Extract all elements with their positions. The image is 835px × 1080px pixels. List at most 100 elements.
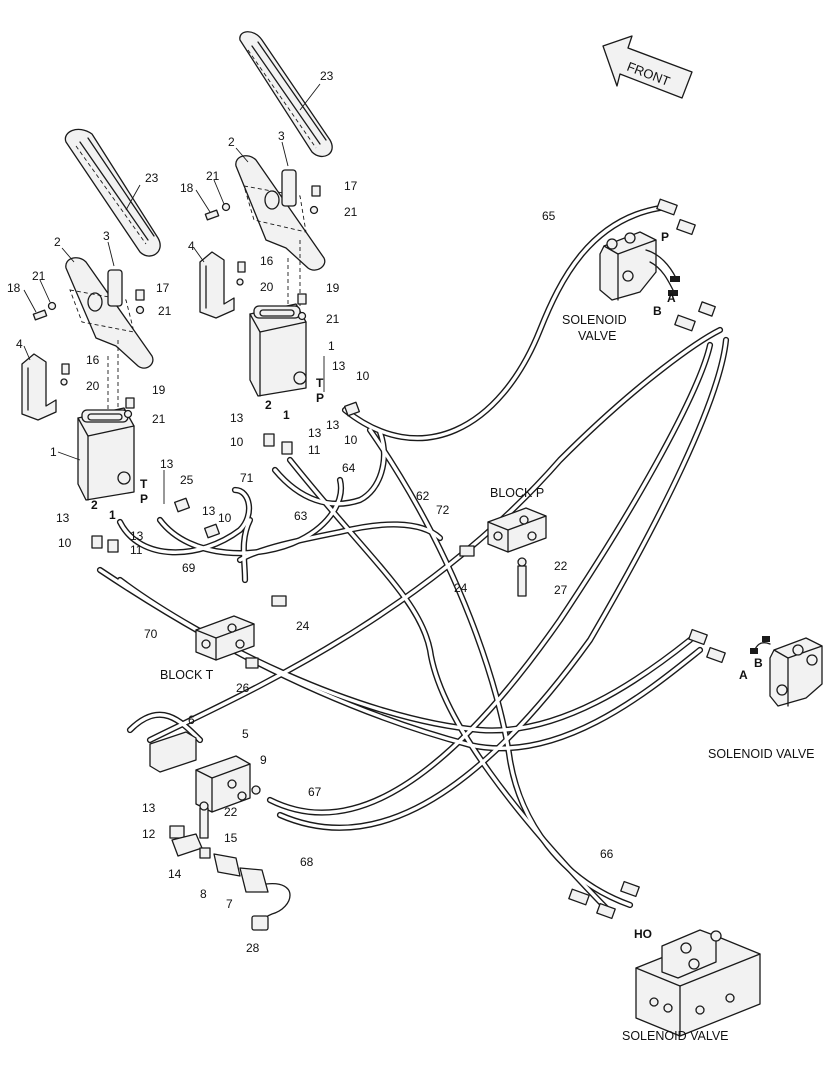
callout-10c: 10 [356, 369, 370, 383]
callout-24b: 24 [296, 619, 310, 633]
callout-64: 64 [342, 461, 356, 475]
callout-1a: 1 [50, 445, 57, 459]
solenoid-valve-middle-label: SOLENOID VALVE [708, 747, 815, 761]
block-t [195, 615, 255, 661]
leader-lines [23, 83, 325, 504]
callout-6: 6 [188, 713, 195, 727]
callout-4a: 4 [16, 337, 23, 351]
port-ho: HO [634, 927, 652, 941]
pressure-switch [169, 825, 291, 931]
solenoid-valve-lower [635, 929, 761, 1037]
callout-14: 14 [168, 867, 182, 881]
port-t-right: T [316, 376, 324, 390]
callout-63: 63 [294, 509, 308, 523]
solenoid-valve-middle [750, 636, 823, 707]
callout-23b: 23 [320, 69, 334, 83]
port-p-right: P [316, 391, 324, 405]
callout-19a: 19 [152, 383, 166, 397]
port-letters: T P T P 2 1 2 1 P A B B A HO [91, 230, 763, 941]
solenoid-valve-upper [599, 231, 680, 301]
callout-13g: 13 [326, 418, 340, 432]
callout-10d: 10 [218, 511, 232, 525]
port-2-right: 2 [265, 398, 272, 412]
callout-7: 7 [226, 897, 233, 911]
callout-5: 5 [242, 727, 249, 741]
pilot-valve-left [77, 407, 135, 501]
callout-66: 66 [600, 847, 614, 861]
callout-13e: 13 [160, 457, 174, 471]
block-p [487, 507, 547, 597]
assembly-labels: BLOCK P BLOCK T SOLENOID VALVE SOLENOID … [160, 313, 815, 1043]
callout-70: 70 [144, 627, 158, 641]
callout-21d: 21 [344, 205, 358, 219]
callout-numbers: 23 23 2 3 2 3 18 21 17 21 18 21 17 21 4 … [7, 69, 614, 955]
callout-12: 12 [142, 827, 156, 841]
port-2-left: 2 [91, 498, 98, 512]
callout-11a: 11 [308, 443, 321, 457]
hose-network [96, 204, 730, 916]
callout-3b: 3 [278, 129, 285, 143]
block-t-label: BLOCK T [160, 668, 214, 682]
port-a-valve: A [667, 291, 676, 305]
port-a-valve2: A [739, 668, 748, 682]
pedal-pad-left [64, 128, 161, 257]
callout-21b: 21 [158, 304, 172, 318]
callout-62: 62 [416, 489, 430, 503]
callout-18a: 18 [7, 281, 21, 295]
pedal-pad-right [239, 31, 333, 157]
callout-28: 28 [246, 941, 260, 955]
pilot-valve-right [249, 303, 307, 397]
callout-18b: 18 [180, 181, 194, 195]
callout-10b: 10 [230, 435, 244, 449]
callout-4b: 4 [188, 239, 195, 253]
callout-71: 71 [240, 471, 254, 485]
callout-27: 27 [554, 583, 568, 597]
lower-manifold [149, 731, 261, 839]
callout-21c: 21 [206, 169, 220, 183]
callout-19b: 19 [326, 281, 340, 295]
callout-2b: 2 [228, 135, 235, 149]
solenoid-valve-lower-label: SOLENOID VALVE [622, 1029, 729, 1043]
fittings [91, 198, 726, 920]
callout-20a: 20 [86, 379, 100, 393]
callout-72: 72 [436, 503, 450, 517]
solenoid-valve-upper-label-2: VALVE [578, 329, 616, 343]
port-t-left: T [140, 477, 148, 491]
callout-13f: 13 [202, 504, 216, 518]
callout-67: 67 [308, 785, 322, 799]
callout-22a: 22 [554, 559, 568, 573]
port-p-left: P [140, 492, 148, 506]
block-p-label: BLOCK P [490, 486, 544, 500]
callout-23a: 23 [145, 171, 159, 185]
callout-13i: 13 [142, 801, 156, 815]
callout-21f: 21 [326, 312, 340, 326]
callout-20b: 20 [260, 280, 274, 294]
callout-8: 8 [200, 887, 207, 901]
callout-17a: 17 [156, 281, 170, 295]
callout-10e: 10 [344, 433, 358, 447]
callout-24a: 24 [454, 581, 468, 595]
callout-11b: 11 [130, 543, 143, 557]
callout-65: 65 [542, 209, 556, 223]
callout-13c: 13 [332, 359, 346, 373]
callout-25: 25 [180, 473, 194, 487]
callout-26: 26 [236, 681, 250, 695]
pedal-plate-left [65, 257, 154, 369]
callout-15: 15 [224, 831, 238, 845]
callout-3a: 3 [103, 229, 110, 243]
callout-9: 9 [260, 753, 267, 767]
callout-21e: 21 [152, 412, 166, 426]
hardware-small [32, 185, 321, 419]
callout-13h: 13 [130, 529, 144, 543]
front-arrow: FRONT [602, 35, 693, 99]
callout-16b: 16 [260, 254, 274, 268]
port-1-right: 1 [283, 408, 290, 422]
callout-69: 69 [182, 561, 196, 575]
callout-68: 68 [300, 855, 314, 869]
port-1-left: 1 [109, 508, 116, 522]
callout-17b: 17 [344, 179, 358, 193]
bracket-right [199, 251, 235, 319]
pedal-plate-right [235, 155, 326, 271]
callout-1b: 1 [328, 339, 335, 353]
